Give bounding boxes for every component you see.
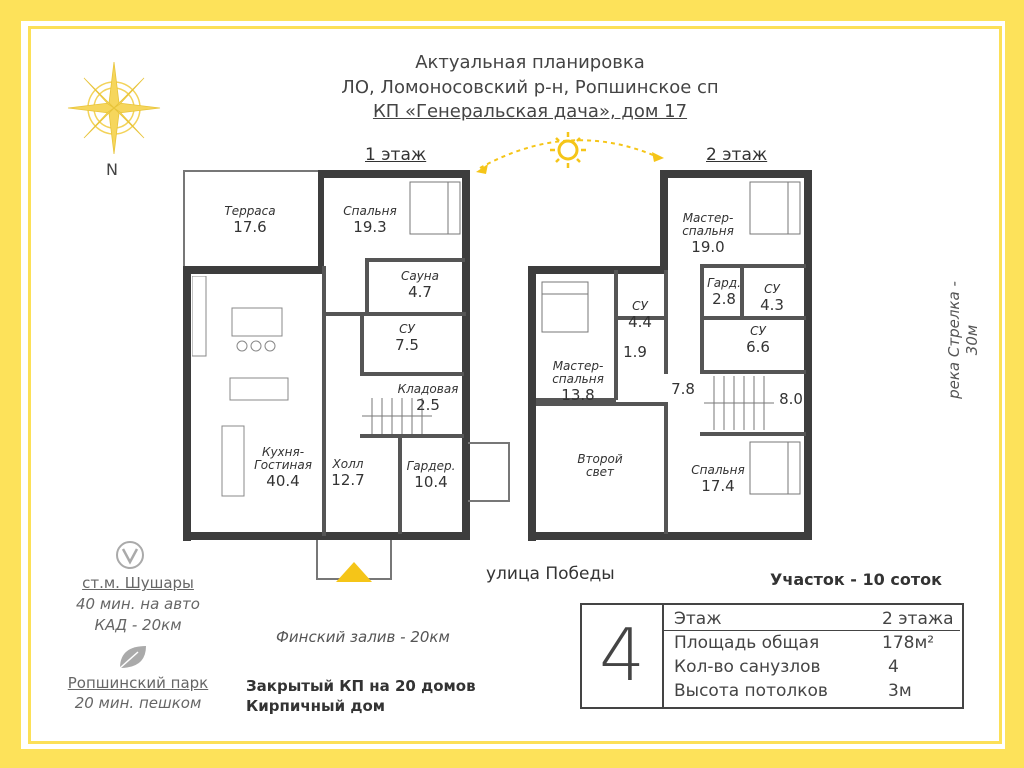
room-stairwell-2f-area: 8.0 <box>779 390 803 408</box>
room-bathroom-2f-c-area: 6.6 <box>746 338 770 356</box>
room-hall-2f-area: 7.8 <box>671 380 695 398</box>
room-terrace-name: Терраса <box>224 204 276 218</box>
room-second-light-name: Второй свет <box>577 452 623 479</box>
info-label-floors: Этаж <box>674 609 722 629</box>
room-kitchen-living: Кухня- Гостиная 40.4 <box>238 433 328 503</box>
room-bathroom-2f-c-name: СУ <box>750 324 766 338</box>
room-bedroom-1f-name: Спальня <box>343 204 397 218</box>
street-label: улица Победы <box>486 564 615 584</box>
floor2-stairs <box>704 376 774 430</box>
room-kitchen-living-area: 40.4 <box>266 472 300 490</box>
floor2-bedroom-bed-icon <box>749 441 801 495</box>
room-master-bedroom-2f-b: Мастер- спальня 13.8 <box>540 347 616 417</box>
room-master-bedroom-2f-b-area: 13.8 <box>561 386 595 404</box>
info-divider <box>662 605 664 707</box>
room-wardrobe-2f-area: 2.8 <box>712 290 736 308</box>
room-corridor-small: 1.9 <box>620 343 650 361</box>
room-sauna-area: 4.7 <box>408 283 432 301</box>
info-value-ceiling: 3м <box>888 681 912 701</box>
room-bathroom-2f-b-name: СУ <box>632 299 648 313</box>
info-value-area: 178м² <box>882 633 935 653</box>
room-bathroom-1f: СУ 7.5 <box>372 322 442 355</box>
room-master-bedroom-2f: Мастер- спальня 19.0 <box>668 199 748 269</box>
room-bathroom-2f-a-area: 4.3 <box>760 296 784 314</box>
room-bathroom-2f-b: СУ 4.4 <box>618 299 662 332</box>
room-corridor-small-area: 1.9 <box>623 343 647 361</box>
compass-label: N <box>106 160 118 179</box>
floor1-label: 1 этаж <box>365 145 427 165</box>
room-bathroom-2f-a: СУ 4.3 <box>752 282 792 315</box>
header-line-2: ЛО, Ломоносовский р-н, Ропшинское сп <box>341 77 719 98</box>
floor1-bed-icon <box>409 181 461 235</box>
info-label-bathrooms: Кол-во санузлов <box>674 657 821 677</box>
compass-icon <box>67 61 161 155</box>
closed-community-text: Закрытый КП на 20 домов <box>246 677 476 695</box>
room-wardrobe-2f-name: Гард. <box>707 276 741 290</box>
park-name: Ропшинский парк <box>67 674 209 692</box>
room-bathroom-1f-name: СУ <box>399 322 415 336</box>
river-label: река Стрелка - 30м <box>945 281 981 399</box>
plot-size: Участок - 10 соток <box>770 570 942 589</box>
room-sauna: Сауна 4.7 <box>385 269 455 302</box>
room-hall-area: 12.7 <box>331 471 365 489</box>
room-bathroom-2f-b-area: 4.4 <box>628 313 652 331</box>
leaf-icon <box>119 646 146 669</box>
room-bedroom-2f-area: 17.4 <box>701 477 735 495</box>
room-stairwell-2f: 8.0 <box>774 390 808 408</box>
room-bedroom-1f: Спальня 19.3 <box>325 204 415 237</box>
floor2-master-bed-2-icon <box>541 281 589 333</box>
room-sauna-name: Сауна <box>400 269 440 283</box>
room-storage-area: 2.5 <box>416 396 440 414</box>
gulf-label: Финский залив - 20км <box>276 628 450 646</box>
room-bedroom-1f-area: 19.3 <box>353 218 387 236</box>
floor2-label: 2 этаж <box>706 145 768 165</box>
room-hall-2f: 7.8 <box>666 380 700 398</box>
room-master-bedroom-2f-name: Мастер- спальня <box>682 211 734 238</box>
room-bathroom-2f-c: СУ 6.6 <box>738 324 778 357</box>
header-line-3: КП «Генеральская дача», дом 17 <box>372 101 688 122</box>
info-value-floors: 2 этажа <box>882 609 954 629</box>
room-storage: Кладовая 2.5 <box>388 382 468 415</box>
metro-station: ст.м. Шушары <box>82 574 194 592</box>
entrance-arrow-icon <box>336 562 372 582</box>
room-hall: Холл 12.7 <box>318 457 378 490</box>
room-bedroom-2f-name: Спальня <box>691 463 745 477</box>
park-time: 20 мин. пешком <box>74 694 202 712</box>
metro-time: 40 мин. на авто <box>76 595 200 613</box>
info-label-area: Площадь общая <box>674 633 820 653</box>
brick-house-text: Кирпичный дом <box>246 697 386 715</box>
metro-icon <box>116 541 144 569</box>
room-wardrobe-2f: Гард. 2.8 <box>702 276 746 309</box>
room-wardrobe-1f: Гардер. 10.4 <box>398 459 464 492</box>
ring-road-distance: КАД - 20км <box>94 616 182 634</box>
room-kitchen-living-name: Кухня- Гостиная <box>254 445 312 472</box>
room-master-bedroom-2f-area: 19.0 <box>691 238 725 256</box>
info-label-ceiling: Высота потолков <box>674 681 828 701</box>
room-master-bedroom-2f-b-name: Мастер- спальня <box>552 359 604 386</box>
room-bathroom-2f-a-name: СУ <box>764 282 780 296</box>
room-wardrobe-1f-area: 10.4 <box>414 473 448 491</box>
room-bedroom-2f: Спальня 17.4 <box>680 463 756 496</box>
header-line-1: Актуальная планировка <box>415 52 645 73</box>
room-storage-name: Кладовая <box>397 382 459 396</box>
room-hall-name: Холл <box>332 457 364 471</box>
room-terrace: Терраса 17.6 <box>205 204 295 237</box>
floor1-stairs <box>362 398 432 434</box>
room-second-light: Второй свет <box>560 440 640 479</box>
room-wardrobe-1f-name: Гардер. <box>406 459 456 473</box>
room-bathroom-1f-area: 7.5 <box>395 336 419 354</box>
info-box: 4 Этаж 2 этажа Площадь общая 178м² Кол-в… <box>580 603 964 709</box>
kitchen-furniture <box>192 276 289 497</box>
floor2-master-bed-icon <box>749 181 801 235</box>
info-value-bathrooms: 4 <box>888 657 899 677</box>
house-number: 4 <box>599 613 645 697</box>
room-terrace-area: 17.6 <box>233 218 267 236</box>
sun-icon <box>476 132 664 174</box>
